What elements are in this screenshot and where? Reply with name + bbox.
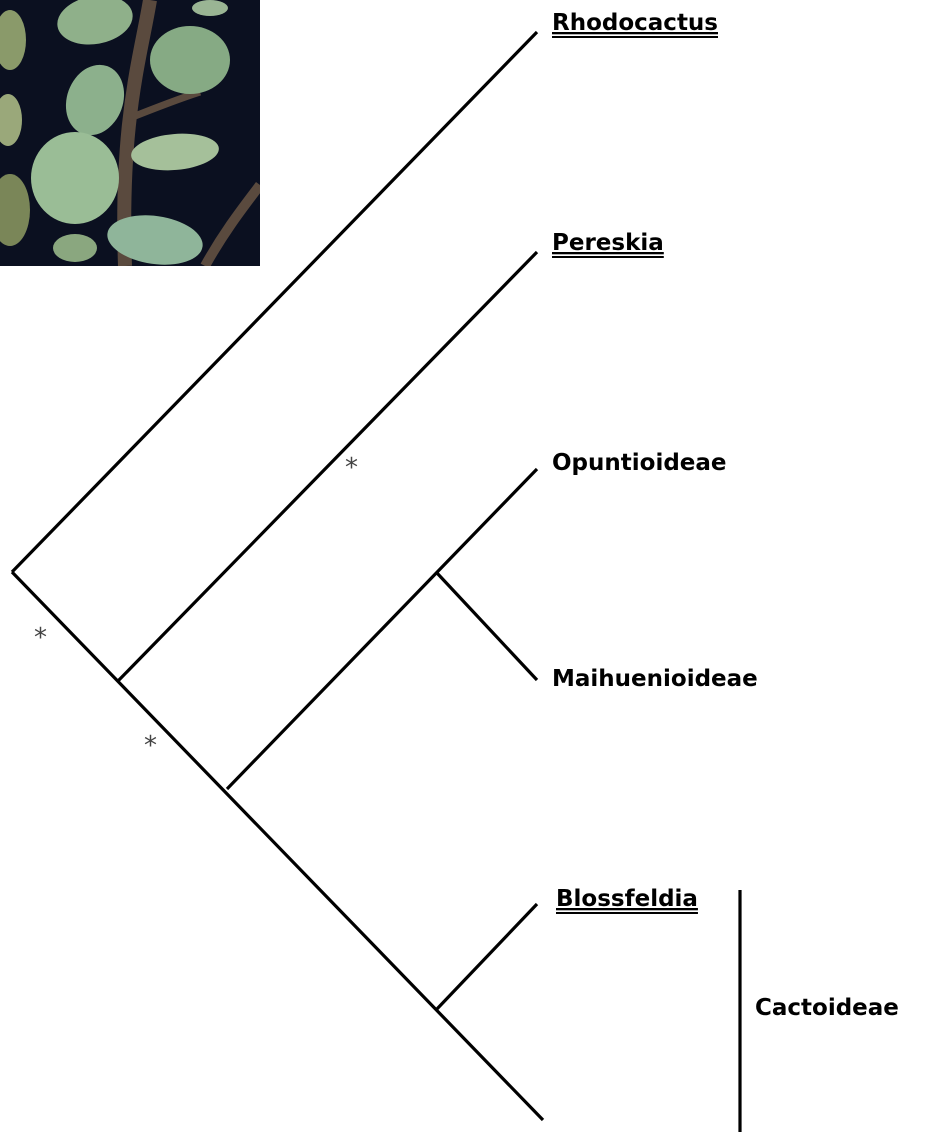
taxon-link-pereskia[interactable]: Pereskia	[552, 230, 664, 256]
support-mark-core-cacti: *	[144, 731, 157, 761]
branch-pereskia	[118, 252, 537, 681]
branch-maihuenioideae	[437, 573, 537, 680]
taxon-label-opuntioideae: Opuntioideae	[552, 450, 727, 476]
taxon-link-blossfeldia[interactable]: Blossfeldia	[556, 886, 698, 912]
branch-root-to-tip	[12, 572, 543, 1120]
tree-branches	[12, 32, 740, 1132]
branch-blossfeldia	[436, 904, 537, 1010]
branch-rhodocactus	[12, 32, 537, 572]
support-mark-pereskia: *	[345, 453, 358, 483]
taxon-label-maihuenioideae: Maihuenioideae	[552, 666, 758, 692]
clade-label-cactoideae: Cactoideae	[755, 995, 899, 1021]
taxon-link-rhodocactus[interactable]: Rhodocactus	[552, 10, 718, 36]
support-mark-root: *	[34, 623, 47, 653]
